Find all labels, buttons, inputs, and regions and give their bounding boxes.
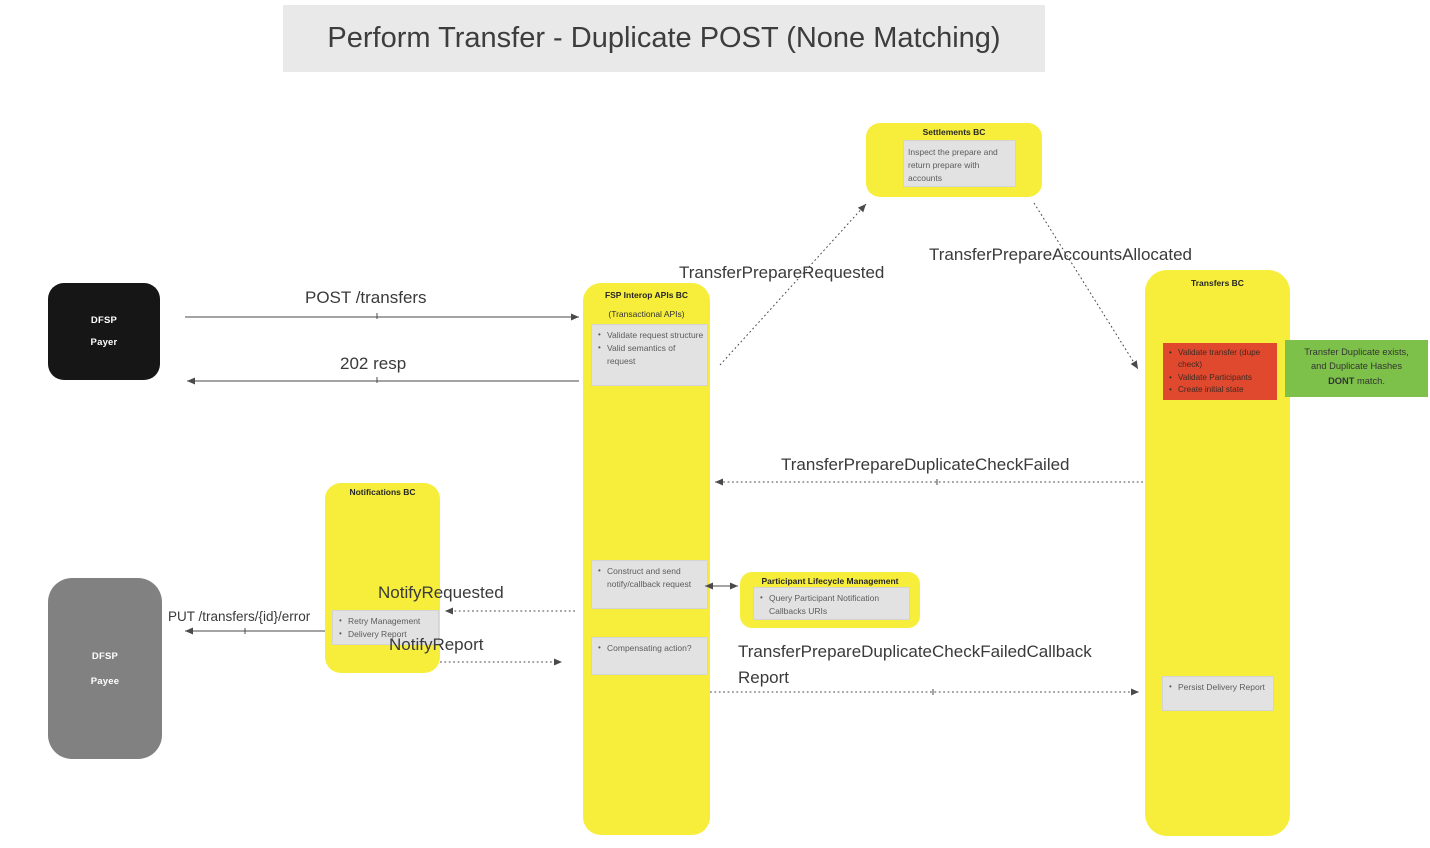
note-item: Delivery Report [337,628,435,641]
msg-notify-report: NotifyReport [389,635,484,654]
actor-dfsp-payer: DFSP Payer [48,283,160,380]
fsp-box-subtitle: (Transactional APIs) [608,309,685,319]
msg-notify-requested: NotifyRequested [378,583,504,602]
note-item: Validate Participants [1167,372,1274,384]
msg-callback-report-line1: TransferPrepareDuplicateCheckFailedCallb… [738,642,1092,661]
msg-dup-check-failed: TransferPrepareDuplicateCheckFailed [781,455,1070,474]
arrow-accounts-allocated-diagonal [1033,202,1139,370]
actor-payee-line1: DFSP [91,650,119,662]
msg-transfer-prepare-requested: TransferPrepareRequested [679,263,885,282]
green-note-rest: match. [1354,375,1385,386]
green-note-line1: Transfer Duplicate exists, [1304,347,1409,357]
note-item: Compensating action? [596,642,704,655]
actor-payee-line2: Payee [90,675,120,687]
actor-payer-line2: Payer [90,337,118,348]
msg-callback-report: TransferPrepareDuplicateCheckFailedCallb… [738,639,1138,691]
transfers-persist-note: Persist Delivery Report [1162,676,1274,711]
green-note-bold: DONT [1328,375,1355,386]
duplicate-hashes-green-note: Transfer Duplicate exists, and Duplicate… [1285,340,1428,397]
green-note-line3: DONT match. [1285,374,1428,388]
diagram-title: Perform Transfer - Duplicate POST (None … [283,5,1045,72]
note-item: Construct and send notify/callback reque… [596,565,704,591]
participant-note: Query Participant Notification Callbacks… [753,587,910,620]
note-item: Valid semantics of request [596,342,704,368]
note-item: Query Participant Notification Callbacks… [758,592,906,618]
note-item: Validate transfer (dupe check) [1167,347,1274,372]
fsp-compensating-note: Compensating action? [591,637,708,675]
note-item: Validate request structure [596,329,704,342]
settlements-note: Inspect the prepare and return prepare w… [903,140,1016,187]
msg-put-transfers-error: PUT /transfers/{id}/error [168,609,311,624]
green-note-line2: and Duplicate Hashes [1311,361,1402,372]
fsp-construct-note: Construct and send notify/callback reque… [591,560,708,609]
note-item: Persist Delivery Report [1167,681,1270,694]
msg-transfer-prepare-accounts-allocated: TransferPrepareAccountsAllocated [929,245,1193,264]
actor-dfsp-payee: DFSP Payee [48,578,162,759]
transfers-box-title: Transfers BC [1191,278,1244,288]
notifications-box-title: Notifications BC [349,487,416,497]
arrow-prepare-requested-diagonal [719,203,867,366]
notifications-note: Retry Management Delivery Report [332,610,439,645]
note-item: Retry Management [337,615,435,628]
msg-post-transfers: POST /transfers [305,288,427,307]
fsp-validate-note: Validate request structure Valid semanti… [591,324,708,386]
msg-202-resp: 202 resp [340,354,407,373]
transfers-validate-red-note: Validate transfer (dupe check) Validate … [1163,343,1277,400]
msg-callback-report-line2: Report [738,668,790,687]
participant-box-title: Participant Lifecycle Management [761,576,899,586]
note-item: Create initial state [1167,384,1274,396]
fsp-box-title: FSP Interop APIs BC [604,290,689,300]
settlements-box-title: Settlements BC [922,127,986,137]
actor-payer-line1: DFSP [90,315,118,326]
